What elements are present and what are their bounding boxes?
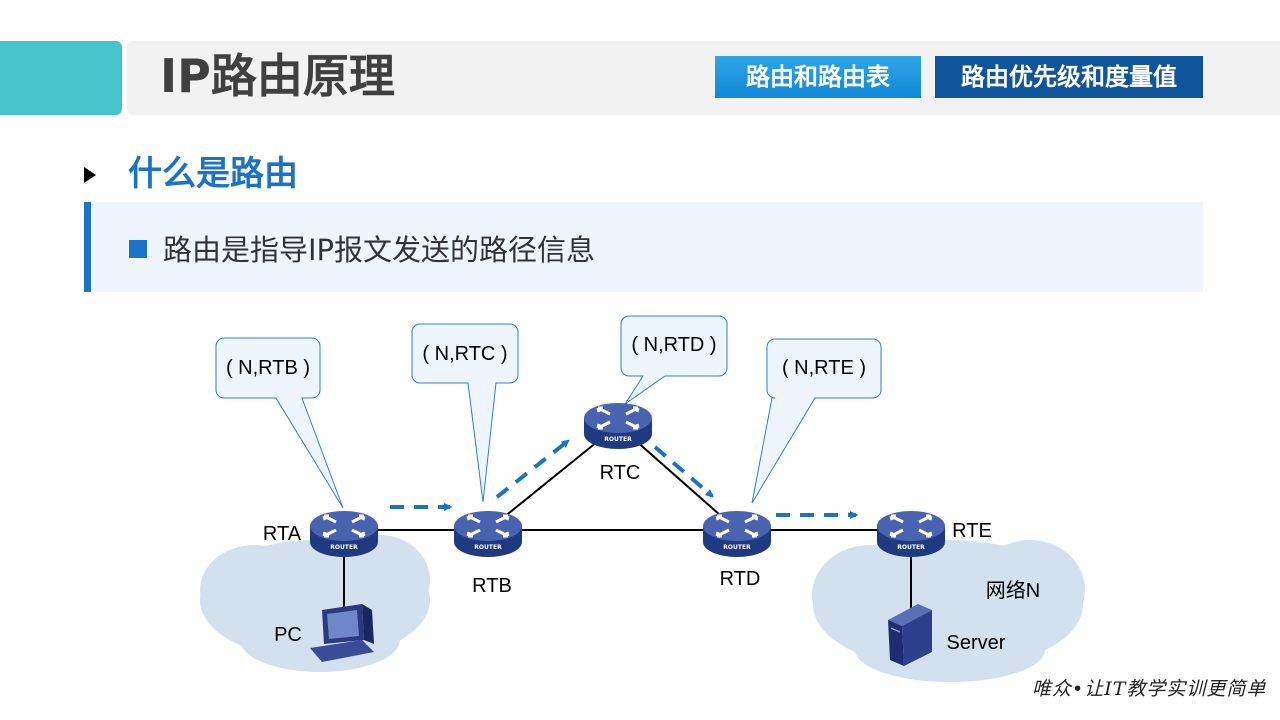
tab-route-preference[interactable]: 路由优先级和度量值	[935, 56, 1203, 98]
triangle-bullet-icon	[84, 167, 96, 183]
network-label: 网络N	[986, 579, 1040, 602]
router-rtb-label: RTB	[472, 575, 512, 597]
callout-rtb	[411, 323, 519, 503]
server-label: Server	[947, 632, 1006, 654]
callout-rte-text: ( N,RTE )	[782, 357, 866, 379]
router-rtc-label: RTC	[600, 462, 641, 484]
callout-rta	[215, 337, 344, 509]
router-rte-label: RTE	[952, 520, 992, 542]
footer-slogan: 唯众•让IT教学实训更简单	[1032, 678, 1267, 700]
callout-rte	[751, 338, 882, 504]
definition-text: 路由是指导IP报文发送的路径信息	[163, 233, 596, 267]
router-rta-badge: ROUTER	[330, 544, 358, 551]
server-icon[interactable]	[888, 604, 932, 666]
router-rta-label: RTA	[263, 523, 302, 545]
definition-box	[84, 202, 1203, 292]
forwarding-path	[390, 439, 856, 515]
tab-routing-table[interactable]: 路由和路由表	[715, 56, 921, 98]
square-bullet-icon	[129, 240, 147, 258]
arrow-rtb-rtc	[495, 439, 568, 499]
pc-label: PC	[274, 624, 302, 646]
callout-rtb-text: ( N,RTC )	[422, 343, 507, 365]
section-heading: 什么是路由	[128, 154, 298, 194]
arrow-rtc-rtd	[653, 445, 712, 496]
page-title: IP路由原理	[160, 49, 395, 103]
callout-rtc	[620, 315, 728, 405]
right-cloud	[812, 540, 1085, 682]
router-rte-badge: ROUTER	[897, 544, 925, 551]
router-rtd-badge: ROUTER	[723, 544, 751, 551]
header-accent	[0, 41, 122, 115]
router-rtd-label: RTD	[720, 568, 761, 590]
callout-rta-text: ( N,RTB )	[226, 357, 310, 379]
router-rtb-badge: ROUTER	[474, 544, 502, 551]
pc-icon[interactable]	[310, 604, 374, 662]
callout-rtc-text: ( N,RTD )	[631, 334, 716, 356]
router-rtc-badge: ROUTER	[604, 436, 632, 443]
